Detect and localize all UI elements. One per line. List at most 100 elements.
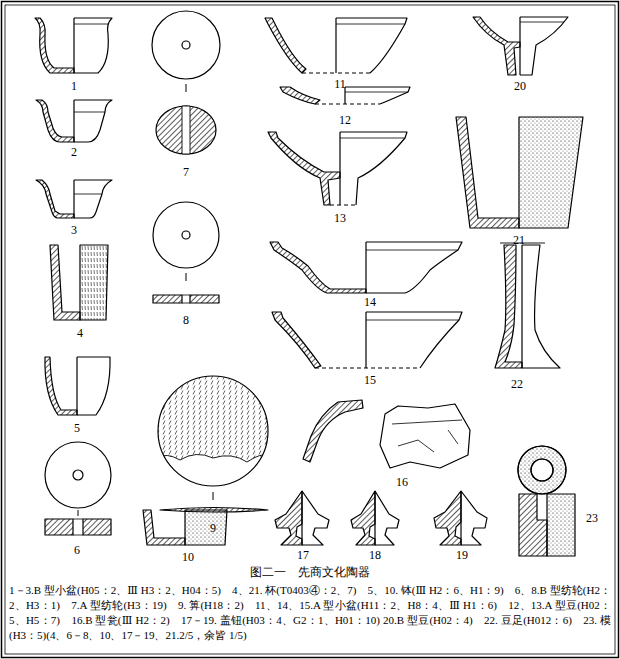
- steamer-grate-drawing: [150, 370, 280, 512]
- spindle-whorl-drawing: [186, 273, 187, 281]
- mold-drawing: [519, 494, 547, 556]
- basin-drawing: [366, 250, 458, 251]
- dou-drawing: [268, 132, 407, 205]
- figure-number: 12: [339, 114, 351, 127]
- bowl-drawing: [45, 357, 110, 415]
- basin-drawing: [366, 320, 459, 321]
- figure-number: 7: [183, 166, 189, 179]
- cup-drawing: [50, 245, 108, 320]
- dou-drawing: [519, 17, 520, 75]
- basin-drawing: [270, 242, 366, 293]
- bowl-drawing: [143, 510, 227, 545]
- figure-caption: 1－3.B 型小盆(H05：2、Ⅲ H3：2、H04：5) 4、21. 杯(T0…: [9, 583, 611, 643]
- dou-fragment-drawing: [315, 103, 380, 104]
- spindle-whorl-drawing: [156, 106, 216, 154]
- figure-number: 11: [334, 78, 346, 91]
- spindle-whorl-drawing: [73, 519, 83, 535]
- dou-foot-drawing: [495, 245, 522, 368]
- cup-drawing: [456, 117, 583, 228]
- spindle-whorl-drawing: [153, 202, 219, 268]
- bowl-drawing: [143, 510, 185, 545]
- lid-knob-drawing: [375, 491, 399, 545]
- cup-drawing: [50, 245, 80, 320]
- cup-drawing: [456, 117, 519, 228]
- figure-number: 15: [364, 374, 376, 387]
- bowl-drawing: [77, 357, 110, 415]
- spindle-whorl-drawing: [153, 295, 182, 303]
- lid-knob-drawing: [301, 491, 302, 545]
- spindle-whorl-drawing: [83, 519, 111, 535]
- basin-drawing: [366, 312, 462, 368]
- basin-drawing: [35, 18, 74, 73]
- figure-number: 6: [74, 544, 80, 557]
- pottery-plate: [35, 11, 583, 556]
- basin-drawing: [36, 100, 112, 142]
- basin-drawing: [74, 100, 112, 142]
- basin-drawing: [73, 180, 74, 218]
- basin-drawing: [74, 112, 105, 113]
- figure-number: 14: [364, 296, 376, 309]
- dou-foot-drawing: [495, 243, 560, 368]
- basin-drawing: [36, 180, 74, 218]
- figure-number: 17: [297, 549, 309, 562]
- dou-drawing: [520, 17, 568, 75]
- lid-knob-drawing: [275, 491, 329, 545]
- figure-number: 1: [71, 80, 77, 93]
- lid-knob-drawing: [351, 491, 375, 545]
- basin-drawing: [74, 194, 102, 195]
- figure-number: 16: [396, 476, 408, 489]
- figure-title: 图二一 先商文化陶器: [10, 565, 610, 579]
- mold-drawing: [518, 446, 575, 556]
- steamer-grate-drawing: [150, 370, 280, 462]
- figure-number: 9: [210, 522, 216, 535]
- figure-number: 18: [369, 549, 381, 562]
- basin-drawing: [365, 242, 366, 293]
- lid-knob-drawing: [275, 491, 302, 545]
- jar-sherd-drawing: [380, 404, 470, 468]
- figure-number: 22: [511, 378, 523, 391]
- basin-drawing: [366, 242, 462, 293]
- spindle-whorl-drawing: [78, 510, 79, 516]
- basin-drawing: [302, 72, 336, 73]
- jar-sherd-drawing: [303, 400, 363, 462]
- jar-sherd-drawing: [303, 400, 470, 468]
- basin-drawing: [270, 242, 462, 293]
- jar-sherd-drawing: [392, 420, 462, 452]
- dou-drawing: [339, 132, 340, 205]
- basin-drawing: [272, 312, 321, 368]
- dou-fragment-drawing: [280, 87, 320, 104]
- basin-drawing: [36, 180, 112, 218]
- figure-number: 20: [514, 80, 526, 93]
- dou-foot-drawing: [521, 245, 522, 368]
- frame: [5, 5, 615, 654]
- figure-number: 5: [74, 422, 80, 435]
- spindle-whorl-drawing: [182, 41, 190, 49]
- spindle-whorl-drawing: [152, 11, 220, 79]
- basin-drawing: [336, 72, 370, 73]
- basin-drawing: [365, 312, 366, 368]
- mold-drawing: [531, 459, 553, 481]
- bowl-drawing: [45, 357, 77, 415]
- figure-number: 8: [183, 314, 189, 327]
- spindle-whorl-drawing: [73, 470, 83, 480]
- basin-drawing: [265, 18, 407, 73]
- basin-drawing: [336, 24, 405, 25]
- spindle-whorl-drawing: [153, 202, 219, 303]
- dou-drawing: [340, 138, 405, 139]
- cup-drawing: [80, 245, 108, 320]
- basin-drawing: [73, 100, 74, 142]
- basin-drawing: [73, 18, 74, 73]
- dou-drawing: [340, 132, 407, 205]
- lid-knob-drawing: [302, 491, 329, 545]
- bowl-drawing: [76, 357, 77, 415]
- basin-drawing: [36, 100, 74, 142]
- mold-drawing: [518, 446, 566, 494]
- figure-number: 13: [334, 212, 346, 225]
- mold-drawing: [518, 446, 566, 494]
- basin-drawing: [272, 312, 462, 368]
- figure-number: 10: [182, 551, 194, 564]
- steamer-grate-drawing: [158, 454, 268, 462]
